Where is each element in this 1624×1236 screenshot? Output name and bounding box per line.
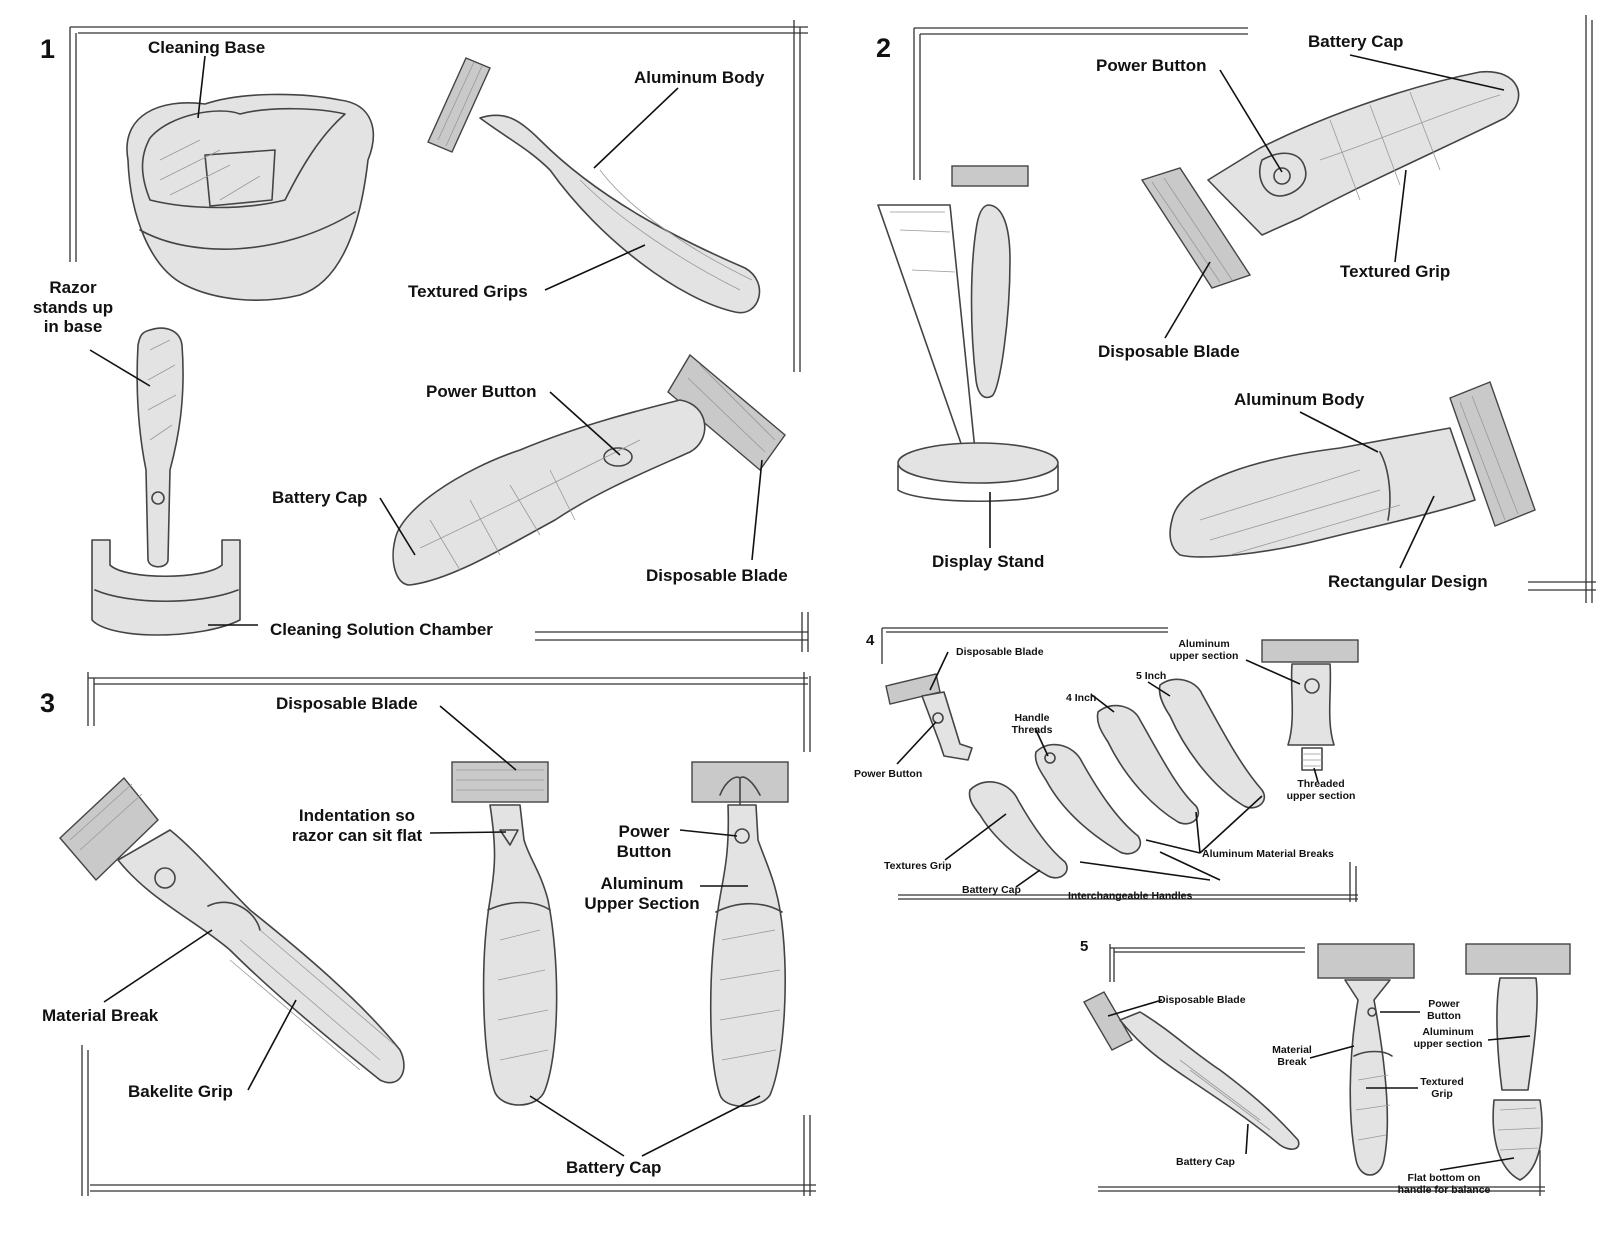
panel-3-frame <box>81 672 816 1196</box>
label-indentation: Indentation so razor can sit flat <box>291 806 423 845</box>
label-power-button-5: Power Button <box>1427 998 1461 1023</box>
interchangeable-handles-sketch <box>968 678 1266 879</box>
label-power-button-3: Power Button <box>616 822 672 861</box>
label-disposable-blade-2: Disposable Blade <box>1098 342 1240 361</box>
panel-5-frame <box>1098 944 1545 1196</box>
textured-grip-razor-sketch <box>1140 70 1520 289</box>
panel-1-number: 1 <box>40 34 56 64</box>
panel-4-upper-section-right-sketch <box>1261 639 1359 771</box>
label-aluminum-upper-section-5: Aluminum upper section <box>1413 1026 1483 1051</box>
label-5-inch: 5 Inch <box>1136 670 1167 682</box>
power-button-razor-sketch <box>392 353 786 586</box>
panel-5-number: 5 <box>1080 938 1089 955</box>
label-battery-cap-4: Battery Cap <box>962 884 1021 896</box>
label-aluminum-body-2: Aluminum Body <box>1234 390 1365 409</box>
panel-4-upper-section-sketch <box>885 673 973 761</box>
label-flat-bottom: Flat bottom on handle for balance <box>1397 1172 1491 1197</box>
rectangular-design-razor-sketch <box>1169 381 1536 558</box>
front-view-razor-power-button-sketch <box>691 761 789 1107</box>
panel-4-number: 4 <box>866 632 875 649</box>
leader-lines <box>89 54 1531 1171</box>
label-disposable-blade: Disposable Blade <box>646 566 788 585</box>
panel-3-number: 3 <box>40 688 56 718</box>
label-cleaning-solution-chamber: Cleaning Solution Chamber <box>270 620 493 639</box>
label-disposable-blade-3: Disposable Blade <box>276 694 418 713</box>
label-battery-cap-5: Battery Cap <box>1176 1156 1235 1168</box>
label-textured-grips: Textured Grips <box>408 282 528 301</box>
label-disposable-blade-5: Disposable Blade <box>1158 994 1246 1006</box>
panel-5-side-razor-sketch <box>1083 991 1300 1150</box>
bakelite-grip-razor-sketch <box>59 776 405 1084</box>
label-disposable-blade-4: Disposable Blade <box>956 646 1044 658</box>
panel-4-frame <box>881 627 1358 902</box>
label-threaded-upper-section: Threaded upper section <box>1286 778 1356 803</box>
label-battery-cap-2: Battery Cap <box>1308 32 1404 51</box>
label-bakelite-grip: Bakelite Grip <box>128 1082 233 1101</box>
label-textured-grip-2: Textured Grip <box>1340 262 1451 281</box>
label-interchangeable-handles: Interchangeable Handles <box>1068 890 1193 902</box>
label-battery-cap: Battery Cap <box>272 488 368 507</box>
label-material-break-5: Material Break <box>1272 1044 1312 1069</box>
label-battery-cap-3: Battery Cap <box>566 1158 662 1177</box>
label-4-inch: 4 Inch <box>1066 692 1097 704</box>
panel-2-frame <box>913 15 1596 603</box>
razor-standing-in-base-sketch <box>91 327 241 636</box>
panel-5-front-razor-sketch <box>1317 943 1415 1176</box>
label-textured-grip-5: Textured Grip <box>1420 1076 1464 1101</box>
panel-1-frame <box>69 20 809 652</box>
label-aluminum-upper-section-4: Aluminum upper section <box>1169 638 1239 663</box>
label-textures-grip: Textures Grip <box>884 860 952 872</box>
label-cleaning-base: Cleaning Base <box>148 38 266 57</box>
label-power-button-4: Power Button <box>854 768 923 780</box>
aluminum-body-razor-sketch <box>427 57 761 314</box>
label-power-button-2: Power Button <box>1096 56 1207 75</box>
display-stand-sketch <box>877 165 1059 503</box>
cleaning-base-sketch <box>126 93 375 301</box>
label-display-stand: Display Stand <box>932 552 1045 571</box>
label-aluminum-upper-section-3: Aluminum Upper Section <box>584 874 700 913</box>
label-power-button: Power Button <box>426 382 537 401</box>
label-material-break-3: Material Break <box>42 1006 159 1025</box>
label-aluminum-material-breaks: Aluminum Material Breaks <box>1202 848 1334 860</box>
label-aluminum-body: Aluminum Body <box>634 68 765 87</box>
label-razor-stands-up-in-base: Razor stands up in base <box>32 278 114 337</box>
panel-2-number: 2 <box>876 33 892 63</box>
front-view-razor-indentation-sketch <box>451 761 558 1106</box>
label-rectangular-design: Rectangular Design <box>1328 572 1488 591</box>
panel-5-flat-bottom-razor-sketch <box>1465 943 1571 1181</box>
label-handle-threads: Handle Threads <box>1011 712 1053 737</box>
